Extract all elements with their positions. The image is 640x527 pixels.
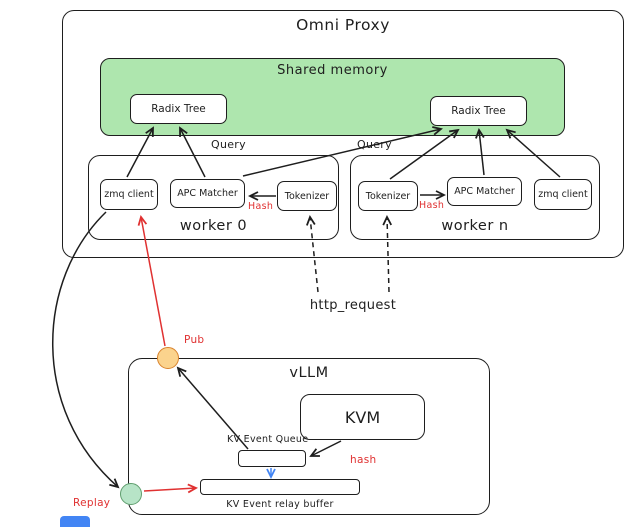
apc-matcher-wn-label: APC Matcher	[454, 186, 515, 197]
pub-node	[157, 347, 179, 369]
kvm-box: KVM	[300, 394, 425, 440]
apc-matcher-w0-label: APC Matcher	[177, 188, 238, 199]
shared-memory-title: Shared memory	[277, 63, 388, 78]
radix-tree-left-label: Radix Tree	[151, 103, 206, 115]
kv-relay-buffer-box	[200, 479, 360, 495]
vllm-box: vLLM	[128, 358, 490, 515]
hash-label-w0: Hash	[248, 201, 274, 212]
http-request-label: http_request	[309, 298, 397, 313]
replay-node	[120, 483, 142, 505]
zmq-client-w0-box: zmq client	[100, 179, 158, 210]
omni-proxy-title: Omni Proxy	[296, 16, 390, 34]
worker0-box: worker 0	[88, 155, 339, 240]
kv-event-queue-box	[238, 450, 306, 467]
apc-matcher-w0-box: APC Matcher	[170, 179, 245, 208]
hash-label-wn: Hash	[419, 200, 445, 211]
kv-event-queue-label: KV Event Queue	[227, 434, 309, 445]
radix-tree-right-label: Radix Tree	[451, 105, 506, 117]
apc-matcher-wn-box: APC Matcher	[447, 177, 522, 206]
radix-tree-right-box: Radix Tree	[430, 96, 527, 126]
tokenizer-wn-box: Tokenizer	[358, 181, 418, 211]
omni-proxy-box: Omni Proxy	[62, 10, 624, 258]
workerN-box: worker n	[350, 155, 600, 240]
workerN-label: worker n	[441, 218, 509, 234]
zmq-client-wn-label: zmq client	[538, 189, 588, 200]
worker0-label: worker 0	[179, 218, 248, 234]
zmq-client-wn-box: zmq client	[534, 179, 592, 210]
kvm-label: KVM	[344, 407, 381, 427]
tokenizer-w0-label: Tokenizer	[284, 190, 330, 202]
hash-label-kvm: hash	[350, 454, 377, 466]
tokenizer-w0-box: Tokenizer	[277, 181, 337, 211]
pub-label: Pub	[184, 334, 205, 346]
zmq-client-w0-label: zmq client	[104, 189, 154, 200]
query-label-w0: Query	[211, 138, 246, 151]
replay-label: Replay	[73, 497, 111, 509]
vllm-title: vLLM	[289, 365, 329, 381]
radix-tree-left-box: Radix Tree	[130, 94, 227, 124]
blue-fragment	[60, 516, 90, 527]
kv-relay-buffer-label: KV Event relay buffer	[226, 499, 334, 510]
query-label-wn: Query	[357, 138, 392, 151]
tokenizer-wn-label: Tokenizer	[365, 190, 411, 202]
